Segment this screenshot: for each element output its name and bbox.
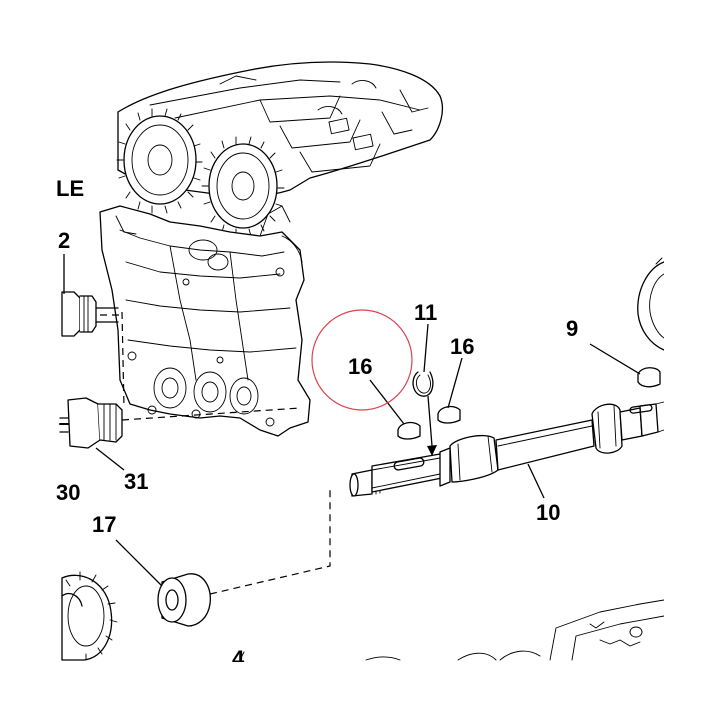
part-2-plug <box>61 291 124 337</box>
callout-31: 31 <box>124 469 148 494</box>
leader-lines <box>63 254 641 587</box>
callout-9: 9 <box>566 316 578 341</box>
callout-10: 10 <box>536 500 560 525</box>
callout-labels: LE 2 31 30 17 16 11 16 9 10 4 <box>56 176 578 671</box>
part-11-snap-ring <box>412 371 434 397</box>
highlight-circle <box>311 309 413 411</box>
callout-le: LE <box>56 176 84 201</box>
part-16-key-left <box>397 421 421 440</box>
callout-2: 2 <box>58 228 70 253</box>
callout-11: 11 <box>414 300 437 325</box>
callout-16-left: 16 <box>348 354 372 379</box>
camshaft-gear-right <box>201 136 285 237</box>
crank-gear <box>61 571 118 661</box>
callout-16-right: 16 <box>450 334 474 359</box>
engine-block <box>99 205 311 437</box>
pulley-partial <box>637 257 665 351</box>
part-17-ring <box>157 490 331 627</box>
part-9-key <box>637 367 661 388</box>
callout-17: 17 <box>92 512 116 537</box>
part-10-shaft <box>349 401 665 497</box>
cylinder-head <box>117 61 444 198</box>
part-16-key-right <box>437 405 461 424</box>
callout-30: 30 <box>56 480 80 505</box>
camshaft-gear-left <box>116 108 203 214</box>
machinery-partial <box>239 599 665 661</box>
part-31-plug <box>59 311 301 449</box>
